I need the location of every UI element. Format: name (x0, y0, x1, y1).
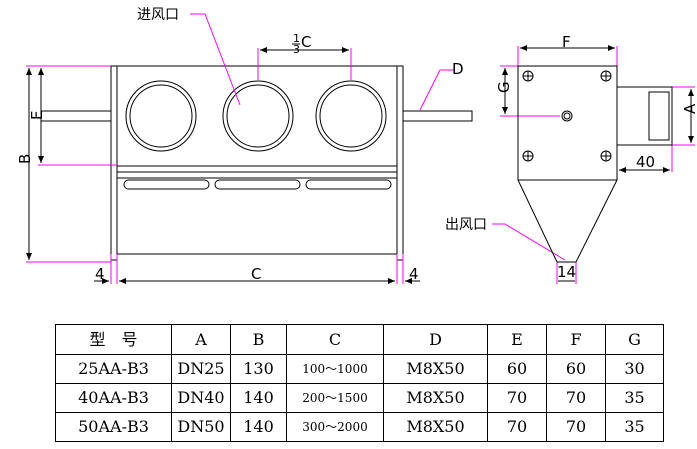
cell-e: 70 (487, 412, 547, 442)
cell-f: 70 (546, 412, 606, 442)
c-third-letter: C (301, 33, 311, 51)
left-4-label: 4 (95, 265, 105, 283)
fourteen-label: 14 (557, 263, 576, 281)
cell-a: DN40 (171, 383, 231, 413)
header-model: 型 号 (55, 324, 172, 355)
table-header-row: 型 号 A B C D E F G (55, 324, 664, 355)
cell-b: 140 (230, 383, 287, 413)
g-label: G (495, 81, 513, 93)
c-third-den: 3 (293, 43, 300, 56)
labels: 进风口 1 3 C D B E C 4 4 F G A 40 出风口 14 (16, 7, 697, 283)
header-c: C (286, 324, 384, 355)
cell-d: M8X50 (383, 412, 488, 442)
cell-f: 70 (546, 383, 606, 413)
inlet-circle-1-outer (125, 80, 197, 152)
c-third-num: 1 (293, 32, 300, 45)
header-e: E (487, 324, 547, 355)
forty-label: 40 (636, 153, 655, 171)
header-b: B (230, 324, 287, 355)
cell-d: M8X50 (383, 354, 488, 384)
inlet-circle-1-inner (129, 84, 193, 148)
b-label: B (16, 154, 34, 164)
inlet-circle-2-inner (226, 84, 290, 148)
slot-1 (123, 179, 210, 190)
right-4-label: 4 (409, 265, 419, 283)
inlet-circle-3-outer (315, 80, 387, 152)
dimension-lines (26, 13, 695, 284)
cell-c: 100～1000 (286, 354, 384, 384)
center-hole (561, 110, 573, 122)
cell-d: M8X50 (383, 383, 488, 413)
slot-2 (214, 179, 301, 190)
d-label: D (452, 60, 464, 78)
cell-b: 140 (230, 412, 287, 442)
c-label: C (251, 265, 261, 283)
header-f: F (546, 324, 606, 355)
header-a: A (171, 324, 231, 355)
cell-model: 40AA-B3 (55, 383, 172, 413)
left-rod (40, 110, 112, 122)
side-pipe (616, 86, 673, 146)
cell-model: 25AA-B3 (55, 354, 172, 384)
front-view (40, 65, 473, 261)
table-row: 25AA-B3 DN25 130 100～1000 M8X50 60 60 30 (55, 354, 664, 384)
side-body (517, 65, 618, 181)
inlet-circle-3-inner (319, 84, 383, 148)
right-end-plate (396, 65, 404, 261)
table-row: 40AA-B3 DN40 140 200～1500 M8X50 70 70 35 (55, 383, 664, 413)
header-d: D (383, 324, 488, 355)
outlet-label: 出风口 (445, 217, 487, 233)
cell-a: DN50 (171, 412, 231, 442)
header-g: G (605, 324, 664, 355)
body-lower (116, 165, 398, 255)
cell-c: 200～1500 (286, 383, 384, 413)
cell-c: 300～2000 (286, 412, 384, 442)
cell-a: DN25 (171, 354, 231, 384)
table-row: 50AA-B3 DN50 140 300～2000 M8X50 70 70 35 (55, 412, 664, 442)
slot-3 (305, 179, 392, 190)
e-label: E (28, 111, 46, 120)
cell-model: 50AA-B3 (55, 412, 172, 442)
side-view (517, 65, 673, 263)
side-hopper (517, 179, 618, 263)
cell-e: 70 (487, 383, 547, 413)
cell-g: 30 (605, 354, 664, 384)
inlet-label: 进风口 (137, 7, 179, 23)
inlet-circle-2-outer (222, 80, 294, 152)
right-rod (402, 110, 473, 122)
side-pipe-flange (648, 91, 670, 141)
left-end-plate (110, 65, 118, 261)
cell-e: 60 (487, 354, 547, 384)
cell-f: 60 (546, 354, 606, 384)
cell-g: 35 (605, 383, 664, 413)
cell-g: 35 (605, 412, 664, 442)
cell-b: 130 (230, 354, 287, 384)
spec-table: 型 号 A B C D E F G 25AA-B3 DN25 130 100～1… (55, 324, 664, 442)
a-label: A (681, 103, 697, 114)
f-label: F (562, 33, 571, 51)
